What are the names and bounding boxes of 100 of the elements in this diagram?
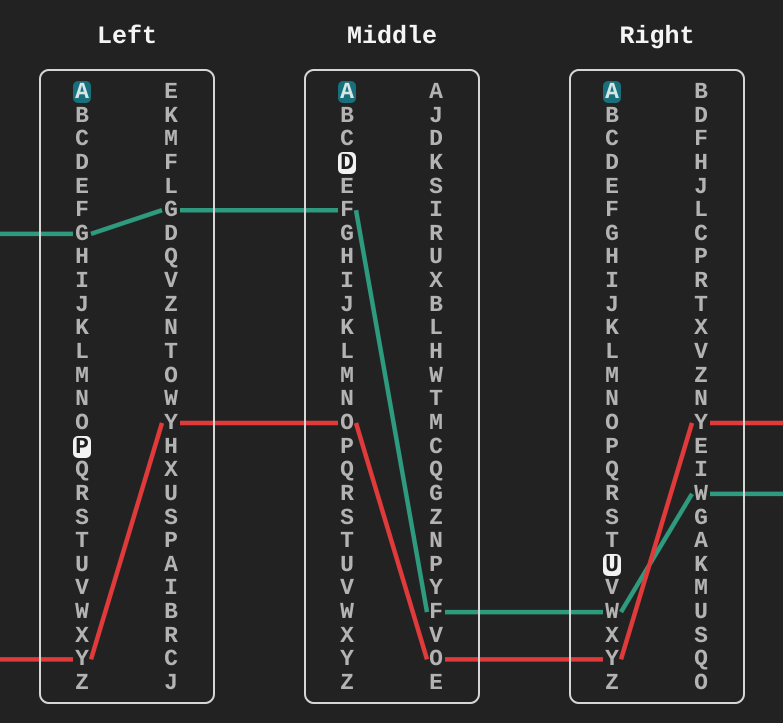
rotor-letter: P [162,530,180,552]
rotor-letter: N [427,530,445,552]
rotor-letter: O [692,672,710,694]
wire-line [618,422,694,660]
rotor-letter: R [603,482,621,505]
rotor-letter: B [73,104,91,127]
rotor-letter: F [338,199,356,222]
rotor-letter: Q [427,459,445,482]
rotor-letter: J [692,176,710,198]
rotor-letter: I [603,270,621,292]
rotor-letter: C [603,128,621,150]
wire-line [710,420,783,426]
rotor-letter: B [603,104,621,127]
wire-line [445,657,603,662]
rotor-letter: N [692,388,710,410]
rotor-letter: P [692,246,710,268]
rotor-letter: U [338,554,356,576]
rotor-letter: E [692,436,710,458]
rotor-letter: E [427,672,445,694]
rotor-letter: G [338,222,356,245]
rotor-title: Middle [347,22,437,52]
rotor-letter: Y [73,648,91,670]
rotor-letter: Q [338,459,356,482]
wire-line [354,422,430,660]
rotor-letter: G [603,222,621,245]
rotor-letter: W [162,388,180,410]
highlighted-letter: D [338,152,356,174]
rotor-letter: C [692,222,710,245]
rotor-letter: A [162,554,180,576]
wire-line [445,610,603,614]
rotor-letter: U [692,601,710,624]
rotor-letter: B [338,104,356,127]
rotor-letter: I [692,459,710,482]
rotor-letter: G [73,222,91,245]
rotor-letter: Q [603,459,621,482]
rotor-letter: X [603,624,621,647]
rotor-letter: S [603,506,621,529]
rotor-letter: X [73,624,91,647]
highlighted-letter: A [603,81,621,103]
wire-line [180,208,338,212]
rotor-letter: Z [162,294,180,316]
rotor-letter: Z [338,672,356,694]
rotor-letter: H [338,246,356,268]
rotor-letter: V [692,341,710,364]
highlighted-letter: A [338,81,356,103]
rotor-letter: V [338,577,356,600]
rotor-letter: P [338,436,356,458]
rotor-letter: F [692,128,710,150]
rotor-letter: K [162,104,180,127]
rotor-letter: N [162,317,180,340]
rotor-letter: E [603,176,621,198]
rotor-letter: M [73,364,91,387]
rotor-letter: J [427,104,445,127]
rotor-letter: I [427,199,445,222]
rotor-letter: O [162,364,180,387]
rotor-letter: W [603,601,621,624]
rotor-letter: S [162,506,180,529]
rotor-letter: D [427,128,445,150]
rotor-letter: D [603,152,621,174]
rotor-letter: S [692,624,710,647]
rotor-letter: Y [692,412,710,434]
rotor-letter: F [603,199,621,222]
rotor-letter: Y [603,648,621,670]
wire-line [0,232,73,236]
rotor-letter: P [603,436,621,458]
rotor-letter: V [73,577,91,600]
rotor-letter: O [73,412,91,434]
rotor-letter: U [73,554,91,576]
rotor-letter: N [73,388,91,410]
rotor-letter: T [427,388,445,410]
rotor-letter: R [427,222,445,245]
rotor-letter: S [338,506,356,529]
rotor-letter: M [162,128,180,150]
rotor-letter: K [427,152,445,174]
rotor-letter: G [162,199,180,222]
rotor-letter: Z [603,672,621,694]
highlighted-letter: U [603,554,621,576]
rotor-letter: C [162,648,180,670]
rotor-letter: X [162,459,180,482]
rotor-letter: V [162,270,180,292]
wire-line [180,420,338,426]
rotor-letter: Z [692,364,710,387]
rotor-letter: N [338,388,356,410]
rotor-letter: F [162,152,180,174]
rotor-letter: I [162,577,180,600]
rotor-letter: W [427,364,445,387]
rotor-letter: E [73,176,91,198]
rotor-letter: J [162,672,180,694]
rotor-letter: O [338,412,356,434]
rotor-letter: S [427,176,445,198]
rotor-letter: V [427,624,445,647]
rotor-letter: E [338,176,356,198]
rotor-letter: T [603,530,621,552]
rotor-letter: J [338,294,356,316]
rotor-letter: B [162,601,180,624]
wire-line [0,657,73,662]
rotor-letter: P [427,554,445,576]
rotor-letter: C [338,128,356,150]
rotor-letter: Y [338,648,356,670]
rotor-letter: W [73,601,91,624]
